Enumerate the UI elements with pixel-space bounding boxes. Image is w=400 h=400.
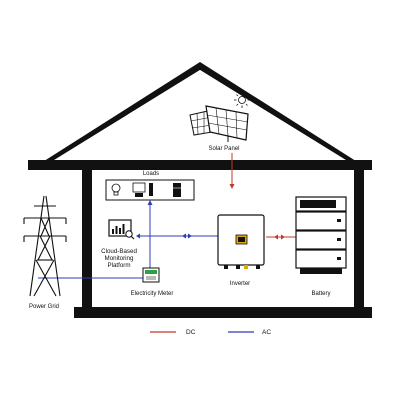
electricity-meter-icon xyxy=(142,267,160,283)
ac-arrow-inverter-left xyxy=(182,233,186,239)
legend-dc-label: DC xyxy=(186,329,196,336)
dc-arrow-left xyxy=(274,234,278,240)
sun-icon xyxy=(234,92,250,108)
power-grid-label: Power Grid xyxy=(29,304,59,310)
solar-panel-label: Solar Panel xyxy=(208,146,239,152)
solar-panel-icon xyxy=(189,105,249,142)
legend-ac-label: AC xyxy=(262,329,271,336)
battery-indicators xyxy=(337,219,341,260)
inverter-icon xyxy=(217,214,265,269)
computer-icon xyxy=(132,182,153,197)
fridge-icon xyxy=(173,183,181,197)
inverter-label: Inverter xyxy=(230,281,250,287)
lightbulb-icon xyxy=(111,183,121,196)
electricity-meter-label: Electricity Meter xyxy=(131,291,174,297)
ac-arrow-loads xyxy=(147,200,153,205)
dc-arrow-solar xyxy=(229,184,235,189)
legend: DC AC xyxy=(150,329,271,336)
battery-label: Battery xyxy=(311,291,330,297)
battery-stack-icon xyxy=(295,196,347,274)
ac-arrow-inverter-right xyxy=(188,233,192,239)
cloud-monitoring-label-line-3: Platform xyxy=(107,262,130,269)
cloud-monitoring-label-line-1: Cloud-Based xyxy=(101,248,137,255)
loads-label: Loads xyxy=(143,171,159,177)
house-walls xyxy=(28,160,372,318)
transmission-tower-icon xyxy=(23,195,67,297)
monitoring-chart-icon xyxy=(108,219,135,240)
cloud-monitoring-label-line-2: Monitoring xyxy=(105,255,134,262)
ac-arrow-monitoring xyxy=(136,233,140,239)
dc-arrow-right xyxy=(281,234,285,240)
